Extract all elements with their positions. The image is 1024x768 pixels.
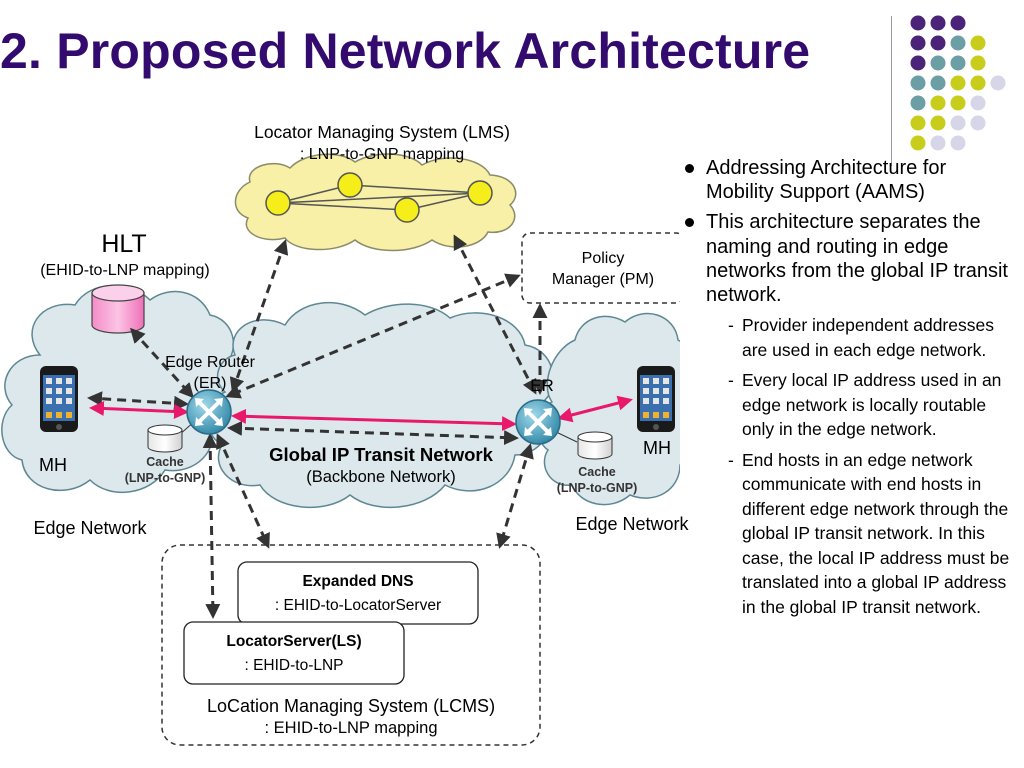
network-diagram xyxy=(1,153,680,746)
router-icon xyxy=(186,389,232,435)
sub-bullet-text: End hosts in an edge network communicate… xyxy=(742,449,1010,617)
expanded-dns-subtitle: : EHID-to-LocatorServer xyxy=(274,597,442,614)
decorative-dot xyxy=(970,35,986,51)
decorative-dot xyxy=(950,115,966,131)
mobile-host-right-label: MH xyxy=(643,438,671,458)
bullet-item: Addressing Architecture for Mobility Sup… xyxy=(682,156,1018,204)
decorative-dot xyxy=(970,95,986,111)
title-divider xyxy=(891,16,892,166)
lms-title: Locator Managing System (LMS) xyxy=(254,122,510,142)
decorative-dot xyxy=(950,35,966,51)
lms-subtitle: : LNP-to-GNP mapping xyxy=(299,146,465,163)
decorative-dot xyxy=(910,95,926,111)
cache-left-mapping: (LNP-to-GNP) xyxy=(124,471,206,485)
lms-node xyxy=(394,197,420,223)
locator-server-subtitle: : EHID-to-LNP xyxy=(244,657,344,674)
mobile-phone-icon xyxy=(637,366,675,432)
decorative-dot xyxy=(930,95,946,111)
policy-manager-box xyxy=(521,232,680,304)
decorative-dot-grid xyxy=(910,15,1006,151)
decorative-dot xyxy=(950,15,966,31)
decorative-dot xyxy=(950,95,966,111)
edge-router-right-label: ER xyxy=(530,376,554,395)
decorative-dot xyxy=(930,115,946,131)
bullet-text: This architecture separates the naming a… xyxy=(706,211,1008,306)
lms-node xyxy=(265,190,291,216)
bullet-text: Addressing Architecture for Mobility Sup… xyxy=(706,157,947,204)
sub-bullet-text: Provider independent addresses are used … xyxy=(742,315,994,360)
decorative-dot xyxy=(910,135,926,151)
lms-cloud xyxy=(234,153,517,252)
decorative-dot xyxy=(910,75,926,91)
database-icon xyxy=(91,284,145,334)
database-icon xyxy=(147,424,183,453)
mobile-phone-icon xyxy=(40,366,78,432)
sub-bullet-text: Every local IP address used in an edge n… xyxy=(742,370,1002,440)
bullet-dot xyxy=(685,218,694,228)
hlt-subtitle: (EHID-to-LNP mapping) xyxy=(40,262,210,279)
expanded-dns-title: Expanded DNS xyxy=(302,573,414,590)
decorative-dot xyxy=(990,75,1006,91)
locator-server-title: LocatorServer(LS) xyxy=(226,633,362,650)
decorative-dot xyxy=(970,115,986,131)
decorative-dot xyxy=(910,15,926,31)
lcms-title: LoCation Managing System (LCMS) xyxy=(206,696,496,716)
decorative-dot xyxy=(930,35,946,51)
decorative-dot xyxy=(930,75,946,91)
bullet-dot xyxy=(685,164,694,173)
edge-router-label: Edge Router xyxy=(165,354,255,371)
bullet-item: This architecture separates the naming a… xyxy=(682,210,1018,307)
cache-left-label: Cache xyxy=(146,455,184,469)
decorative-dot xyxy=(970,55,986,71)
mobile-host-left-label: MH xyxy=(39,455,67,475)
lcms-subtitle: : EHID-to-LNP mapping xyxy=(264,719,438,737)
decorative-dot xyxy=(970,75,986,91)
decorative-dot xyxy=(910,115,926,131)
locator-server-box xyxy=(183,621,405,685)
global-network-subtitle: (Backbone Network) xyxy=(306,468,456,486)
data-path-arrows xyxy=(89,395,633,432)
decorative-dot xyxy=(930,55,946,71)
decorative-dot xyxy=(950,55,966,71)
router-icon xyxy=(515,399,561,445)
sub-bullet-item: -End hosts in an edge network communicat… xyxy=(728,449,1010,617)
sub-bullet-item: -Every local IP address used in an edge … xyxy=(728,370,1002,440)
decorative-dot xyxy=(910,55,926,71)
decorative-dot xyxy=(930,135,946,151)
lms-node xyxy=(467,180,493,206)
edge-network-right-label: Edge Network xyxy=(575,514,689,534)
hlt-title: HLT xyxy=(101,230,147,258)
lms-node xyxy=(337,172,363,198)
decorative-dot xyxy=(950,135,966,151)
decorative-dot xyxy=(930,15,946,31)
edge-network-left-label: Edge Network xyxy=(33,518,147,538)
decorative-dot xyxy=(950,75,966,91)
database-icon xyxy=(577,431,613,460)
sub-bullet-list: -Provider independent addresses are used… xyxy=(728,313,1018,619)
bullet-list: Addressing Architecture for Mobility Sup… xyxy=(682,156,1018,625)
edge-router-abbrev: (ER) xyxy=(193,375,227,392)
global-network-title: Global IP Transit Network xyxy=(269,444,493,465)
sub-bullet-item: -Provider independent addresses are used… xyxy=(728,315,994,360)
policy-manager-line2: Manager (PM) xyxy=(551,271,655,288)
slide-title: 2. Proposed Network Architecture xyxy=(0,23,811,79)
cache-right-label: Cache xyxy=(578,465,616,479)
policy-manager-line1: Policy xyxy=(581,250,625,267)
cache-right-mapping: (LNP-to-GNP) xyxy=(556,481,638,495)
decorative-dot xyxy=(910,35,926,51)
